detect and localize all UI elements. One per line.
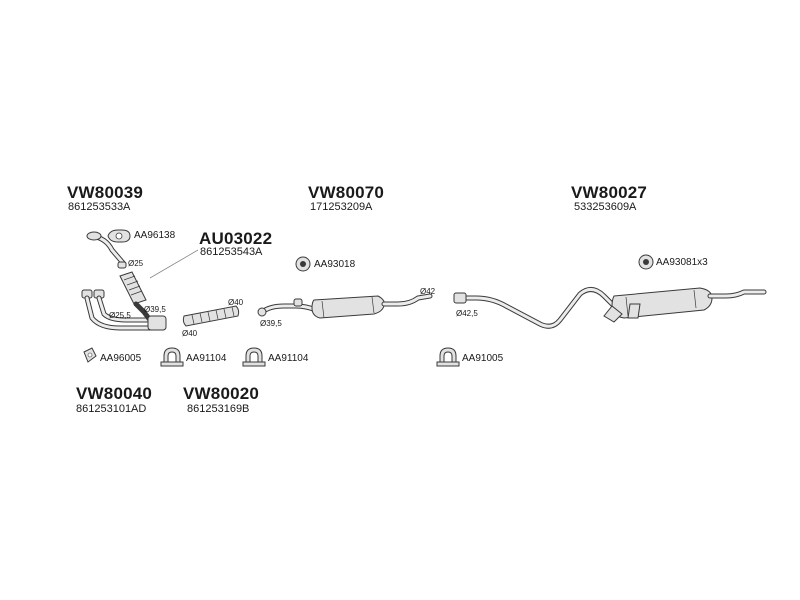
manifold-vw80040 xyxy=(81,289,167,331)
dim-40-top: Ø40 xyxy=(228,298,244,307)
dim-42: Ø42 xyxy=(420,287,436,296)
number-au03022: 861253543A xyxy=(200,246,263,258)
number-vw80027: 533253609A xyxy=(574,201,637,213)
dim-39-5-left: Ø39,5 xyxy=(144,305,166,314)
code-au03022: AU03022 xyxy=(199,229,273,248)
label-clamp-2: AA91104 xyxy=(268,353,309,364)
dim-39-5-mid: Ø39,5 xyxy=(260,319,282,328)
dim-42-5: Ø42,5 xyxy=(456,309,478,318)
number-vw80020: 861253169B xyxy=(187,403,250,415)
label-seal: AA96005 xyxy=(100,353,142,364)
small-clamp-icon xyxy=(117,261,127,269)
middle-silencer-vw80070 xyxy=(257,293,433,319)
label-clamp-3: AA91005 xyxy=(462,353,504,364)
label-hanger-rear: AA93081x3 xyxy=(656,257,708,268)
rear-silencer-vw80027 xyxy=(453,287,767,329)
dim-25-5: Ø25,5 xyxy=(109,311,131,320)
code-vw80020: VW80020 xyxy=(183,384,260,403)
au03022-leader-line xyxy=(149,249,199,279)
seal-aa96005-icon xyxy=(83,347,97,363)
code-vw80070: VW80070 xyxy=(308,183,385,202)
dim-25-top: Ø25 xyxy=(128,259,144,268)
flex-pipe-vw80020 xyxy=(182,305,240,327)
label-gasket: AA96138 xyxy=(134,230,176,241)
clamp-aa91104-second-icon xyxy=(242,347,266,367)
code-vw80039: VW80039 xyxy=(67,183,144,202)
code-vw80027: VW80027 xyxy=(571,183,648,202)
label-hanger-front: AA93018 xyxy=(314,259,356,270)
number-vw80039: 861253533A xyxy=(68,201,131,213)
label-clamp-1: AA91104 xyxy=(186,353,227,364)
gasket-aa96138-icon xyxy=(107,229,131,243)
hanger-aa93081-icon xyxy=(638,254,654,270)
clamp-aa91104-icon xyxy=(160,347,184,367)
flex-pipe-au03022 xyxy=(119,271,147,305)
front-pipe-vw80039 xyxy=(86,231,127,267)
number-vw80040: 861253101AD xyxy=(76,403,147,415)
hanger-aa93018-icon xyxy=(295,256,311,272)
code-vw80040: VW80040 xyxy=(76,384,153,403)
number-vw80070: 171253209A xyxy=(310,201,373,213)
clamp-aa91005-icon xyxy=(436,347,460,367)
dim-40-bottom: Ø40 xyxy=(182,329,198,338)
